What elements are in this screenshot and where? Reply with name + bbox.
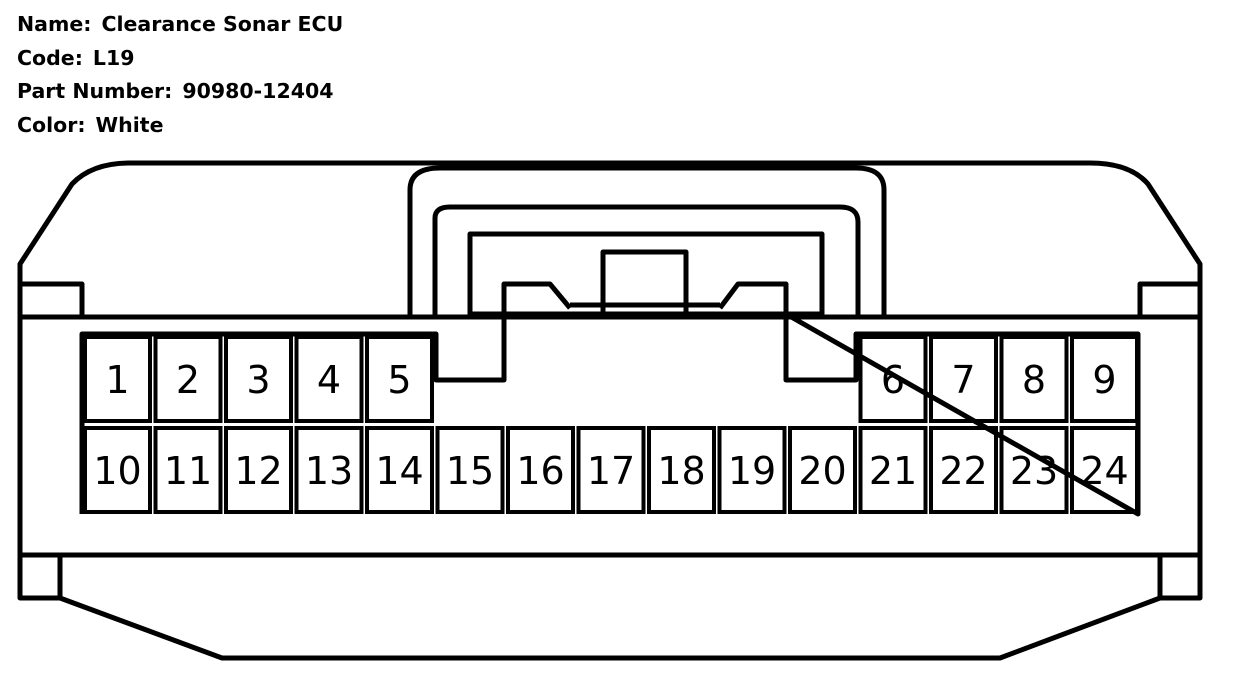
pin-number: 17 bbox=[587, 449, 635, 493]
pin-cell bbox=[788, 426, 857, 514]
pin-number: 10 bbox=[93, 449, 141, 493]
pin-3: 3 bbox=[224, 335, 293, 423]
pin-cell bbox=[83, 426, 152, 514]
pin-cell bbox=[83, 335, 152, 423]
pin-number: 23 bbox=[1010, 449, 1058, 493]
pin-number: 11 bbox=[164, 449, 212, 493]
pin-number: 13 bbox=[305, 449, 353, 493]
pin-cell bbox=[858, 426, 928, 514]
pin-2: 2 bbox=[153, 335, 223, 423]
pin-14: 14 bbox=[365, 426, 434, 514]
latch-arm-left bbox=[501, 281, 572, 314]
pin-cell bbox=[929, 335, 998, 423]
left-notch bbox=[20, 281, 85, 317]
part-number-value: 90980-12404 bbox=[182, 79, 334, 103]
pin-cell bbox=[999, 335, 1069, 423]
pin-number: 18 bbox=[657, 449, 705, 493]
pin-cell bbox=[929, 426, 998, 514]
pin-7: 7 bbox=[929, 335, 998, 423]
name-label: Name: bbox=[17, 12, 92, 36]
pin-number: 7 bbox=[951, 358, 975, 402]
color-value: White bbox=[95, 112, 164, 137]
pin-23: 23 bbox=[999, 426, 1069, 514]
part-number-row: Part Number: 90980-12404 bbox=[17, 75, 343, 109]
pin-6: 6 bbox=[858, 335, 928, 423]
pin-number: 15 bbox=[446, 449, 494, 493]
pin-8: 8 bbox=[999, 335, 1069, 423]
name-row: Name: Clearance Sonar ECU bbox=[17, 8, 343, 42]
pin-number: 20 bbox=[798, 449, 846, 493]
name-value: Clearance Sonar ECU bbox=[101, 12, 344, 36]
pin-24: 24 bbox=[1070, 426, 1139, 514]
pin-number: 4 bbox=[317, 358, 341, 402]
pin-18: 18 bbox=[647, 426, 716, 514]
pin-number: 21 bbox=[869, 449, 917, 493]
pin-12: 12 bbox=[224, 426, 293, 514]
pin-15: 15 bbox=[435, 426, 505, 514]
latch-frame bbox=[467, 231, 825, 317]
color-row: Color: White bbox=[17, 109, 343, 143]
pin-number: 5 bbox=[387, 358, 411, 402]
pin-cell bbox=[153, 426, 223, 514]
pin-number: 3 bbox=[246, 358, 270, 402]
pin-16: 16 bbox=[506, 426, 575, 514]
pin-17: 17 bbox=[576, 426, 646, 514]
pin-number: 16 bbox=[516, 449, 564, 493]
pin-9: 9 bbox=[1070, 335, 1139, 423]
pin-22: 22 bbox=[929, 426, 998, 514]
latch-hood-outer bbox=[407, 165, 887, 317]
pin-cell bbox=[224, 335, 293, 423]
pin-cell bbox=[999, 426, 1069, 514]
pin-20: 20 bbox=[788, 426, 857, 514]
pin-number: 12 bbox=[234, 449, 282, 493]
connector-housing bbox=[17, 160, 1203, 661]
part-number-label: Part Number: bbox=[17, 79, 173, 103]
pin-cell bbox=[1070, 335, 1139, 423]
pin-1: 1 bbox=[83, 335, 152, 423]
pin-5: 5 bbox=[365, 335, 434, 423]
latch-hood-inner bbox=[432, 204, 861, 317]
code-row: Code: L19 bbox=[17, 42, 343, 76]
pin-13: 13 bbox=[294, 426, 364, 514]
pin-cell bbox=[717, 426, 787, 514]
pin-number: 22 bbox=[939, 449, 987, 493]
pin-number: 2 bbox=[176, 358, 200, 402]
pin-number: 8 bbox=[1022, 358, 1046, 402]
pin-11: 11 bbox=[153, 426, 223, 514]
code-value: L19 bbox=[92, 45, 135, 70]
pin-cell bbox=[576, 426, 646, 514]
pin-cell bbox=[224, 426, 293, 514]
latch-arm-right bbox=[718, 281, 789, 314]
pin-cell bbox=[365, 426, 434, 514]
pin-21: 21 bbox=[858, 426, 928, 514]
housing-outline bbox=[17, 160, 1203, 661]
pin-10: 10 bbox=[83, 426, 152, 514]
pin-number: 14 bbox=[375, 449, 423, 493]
code-label: Code: bbox=[17, 45, 83, 70]
pin-cell bbox=[1070, 426, 1139, 514]
pin-cell bbox=[435, 426, 505, 514]
pin-cell bbox=[506, 426, 575, 514]
pin-number: 19 bbox=[728, 449, 776, 493]
pin-cell bbox=[294, 335, 364, 423]
pin-number: 6 bbox=[881, 358, 905, 402]
pin-19: 19 bbox=[717, 426, 787, 514]
pin-cell bbox=[858, 335, 928, 423]
pin-number: 24 bbox=[1080, 449, 1128, 493]
pin-4: 4 bbox=[294, 335, 364, 423]
right-notch bbox=[1137, 281, 1198, 317]
pin-number: 1 bbox=[105, 358, 129, 402]
pin-cell bbox=[365, 335, 434, 423]
color-label: Color: bbox=[17, 112, 86, 137]
pin-cell bbox=[647, 426, 716, 514]
latch-tab bbox=[600, 249, 689, 314]
connector-info: Name: Clearance Sonar ECU Code: L19 Part N… bbox=[17, 8, 343, 142]
pin-number: 9 bbox=[1092, 358, 1116, 402]
pin-cell bbox=[294, 426, 364, 514]
pin-cell bbox=[153, 335, 223, 423]
